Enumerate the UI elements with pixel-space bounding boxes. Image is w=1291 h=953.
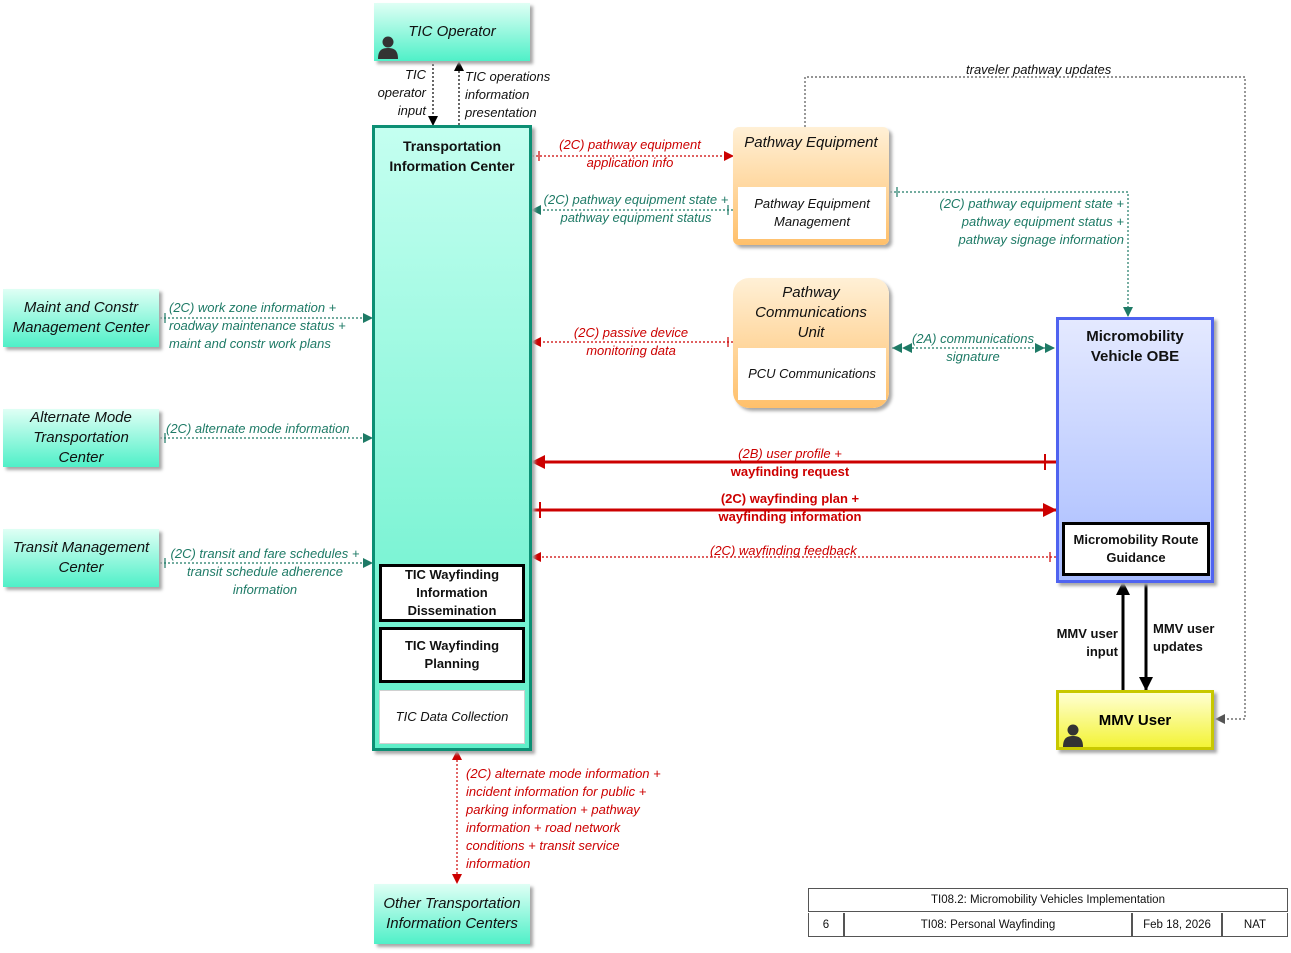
label-transit-fare: (2C) transit and fare schedules + transi… xyxy=(170,546,360,597)
mmv-route-guidance-label: Micromobility Route Guidance xyxy=(1073,532,1199,565)
alternate-mode-label: Alternate Mode Transportation Center xyxy=(30,409,132,466)
label-wayfinding-feedback: (2C) wayfinding feedback xyxy=(710,543,857,558)
pcu-title: Pathway Communications Unit xyxy=(755,284,867,341)
label-wayfinding-request: (2B) user profile + wayfinding request xyxy=(688,445,892,481)
label-passive-device: (2C) passive device monitoring data xyxy=(573,325,689,358)
mmv-user-label: MMV User xyxy=(1098,711,1172,729)
label-communications-signature: (2A) communications signature xyxy=(911,331,1035,364)
title-block-service: TI08: Personal Wayfinding xyxy=(844,913,1132,937)
pathway-equipment-mgmt[interactable]: Pathway Equipment Management xyxy=(738,187,886,239)
label-user-profile: (2B) user profile + xyxy=(738,446,842,461)
flow-pathway-signage xyxy=(890,191,1133,317)
tic-operator-node[interactable]: TIC Operator xyxy=(374,3,530,61)
mmv-user-node[interactable]: MMV User xyxy=(1056,690,1214,750)
label-pathway-signage: (2C) pathway equipment state + pathway e… xyxy=(939,196,1124,247)
tic-wayfinding-planning[interactable]: TIC Wayfinding Planning xyxy=(379,627,525,683)
tic-wayfinding-dissemination[interactable]: TIC Wayfinding Information Dissemination xyxy=(379,564,525,622)
label-other-tic-flows: (2C) alternate mode information + incide… xyxy=(466,766,661,871)
transit-mgmt-node[interactable]: Transit Management Center xyxy=(3,529,159,587)
person-icon xyxy=(378,36,398,59)
other-tic-node[interactable]: Other Transportation Information Centers xyxy=(374,884,530,944)
transit-mgmt-label: Transit Management Center xyxy=(12,539,150,576)
title-block: TI08.2: Micromobility Vehicles Implement… xyxy=(808,888,1288,938)
pathway-equipment-mgmt-label: Pathway Equipment Management xyxy=(754,196,870,229)
mmv-obe-node[interactable]: Micromobility Vehicle OBE Micromobility … xyxy=(1056,317,1214,583)
label-wayfinding-plan: (2C) wayfinding plan + wayfinding inform… xyxy=(718,491,862,524)
label-pathway-app-info: (2C) pathway equipment application info xyxy=(559,137,701,170)
pcu-communications-label: PCU Communications xyxy=(748,366,876,381)
tic-data-collection-label: TIC Data Collection xyxy=(395,709,509,724)
pathway-equipment-title: Pathway Equipment xyxy=(744,134,878,151)
tic-data-collection[interactable]: TIC Data Collection xyxy=(379,690,525,744)
tic-title: Transportation Information Center xyxy=(389,138,515,174)
label-alternate-mode: (2C) alternate mode information xyxy=(166,421,350,436)
other-tic-label: Other Transportation Information Centers xyxy=(383,895,521,932)
alternate-mode-node[interactable]: Alternate Mode Transportation Center xyxy=(3,409,159,467)
label-wayfinding-request-text: wayfinding request xyxy=(730,464,850,479)
flow-traveler-pathway-updates xyxy=(804,76,1246,724)
label-mmv-user-input: MMV user input xyxy=(1056,626,1118,659)
label-tic-operations-presentation: TIC operations information presentation xyxy=(465,69,551,120)
pcu-node[interactable]: Pathway Communications Unit PCU Communic… xyxy=(733,278,889,408)
label-tic-operator-input: TIC operator input xyxy=(377,67,426,118)
title-block-org: NAT xyxy=(1222,913,1288,937)
tic-wayfinding-dissemination-label: TIC Wayfinding Information Dissemination xyxy=(404,567,500,618)
mmv-obe-title: Micromobility Vehicle OBE xyxy=(1086,328,1184,365)
title-block-title: TI08.2: Micromobility Vehicles Implement… xyxy=(808,888,1288,912)
label-pathway-state-status: (2C) pathway equipment state + pathway e… xyxy=(543,192,729,225)
maint-constr-label: Maint and Constr Management Center xyxy=(12,299,150,336)
tic-node[interactable]: Transportation Information Center TIC Wa… xyxy=(372,125,532,751)
pathway-equipment-node[interactable]: Pathway Equipment Pathway Equipment Mana… xyxy=(733,127,889,245)
person-icon xyxy=(1063,724,1083,747)
title-block-page: 6 xyxy=(808,913,844,937)
mmv-route-guidance[interactable]: Micromobility Route Guidance xyxy=(1062,522,1210,576)
label-mmv-user-updates: MMV user updates xyxy=(1153,621,1215,654)
maint-constr-node[interactable]: Maint and Constr Management Center xyxy=(3,289,159,347)
tic-operator-label: TIC Operator xyxy=(408,23,496,40)
label-traveler-pathway-updates: traveler pathway updates xyxy=(966,62,1112,77)
label-work-zone: (2C) work zone information + roadway mai… xyxy=(169,300,346,351)
title-block-date: Feb 18, 2026 xyxy=(1132,913,1222,937)
tic-wayfinding-planning-label: TIC Wayfinding Planning xyxy=(404,638,500,671)
pcu-communications[interactable]: PCU Communications xyxy=(738,348,886,400)
